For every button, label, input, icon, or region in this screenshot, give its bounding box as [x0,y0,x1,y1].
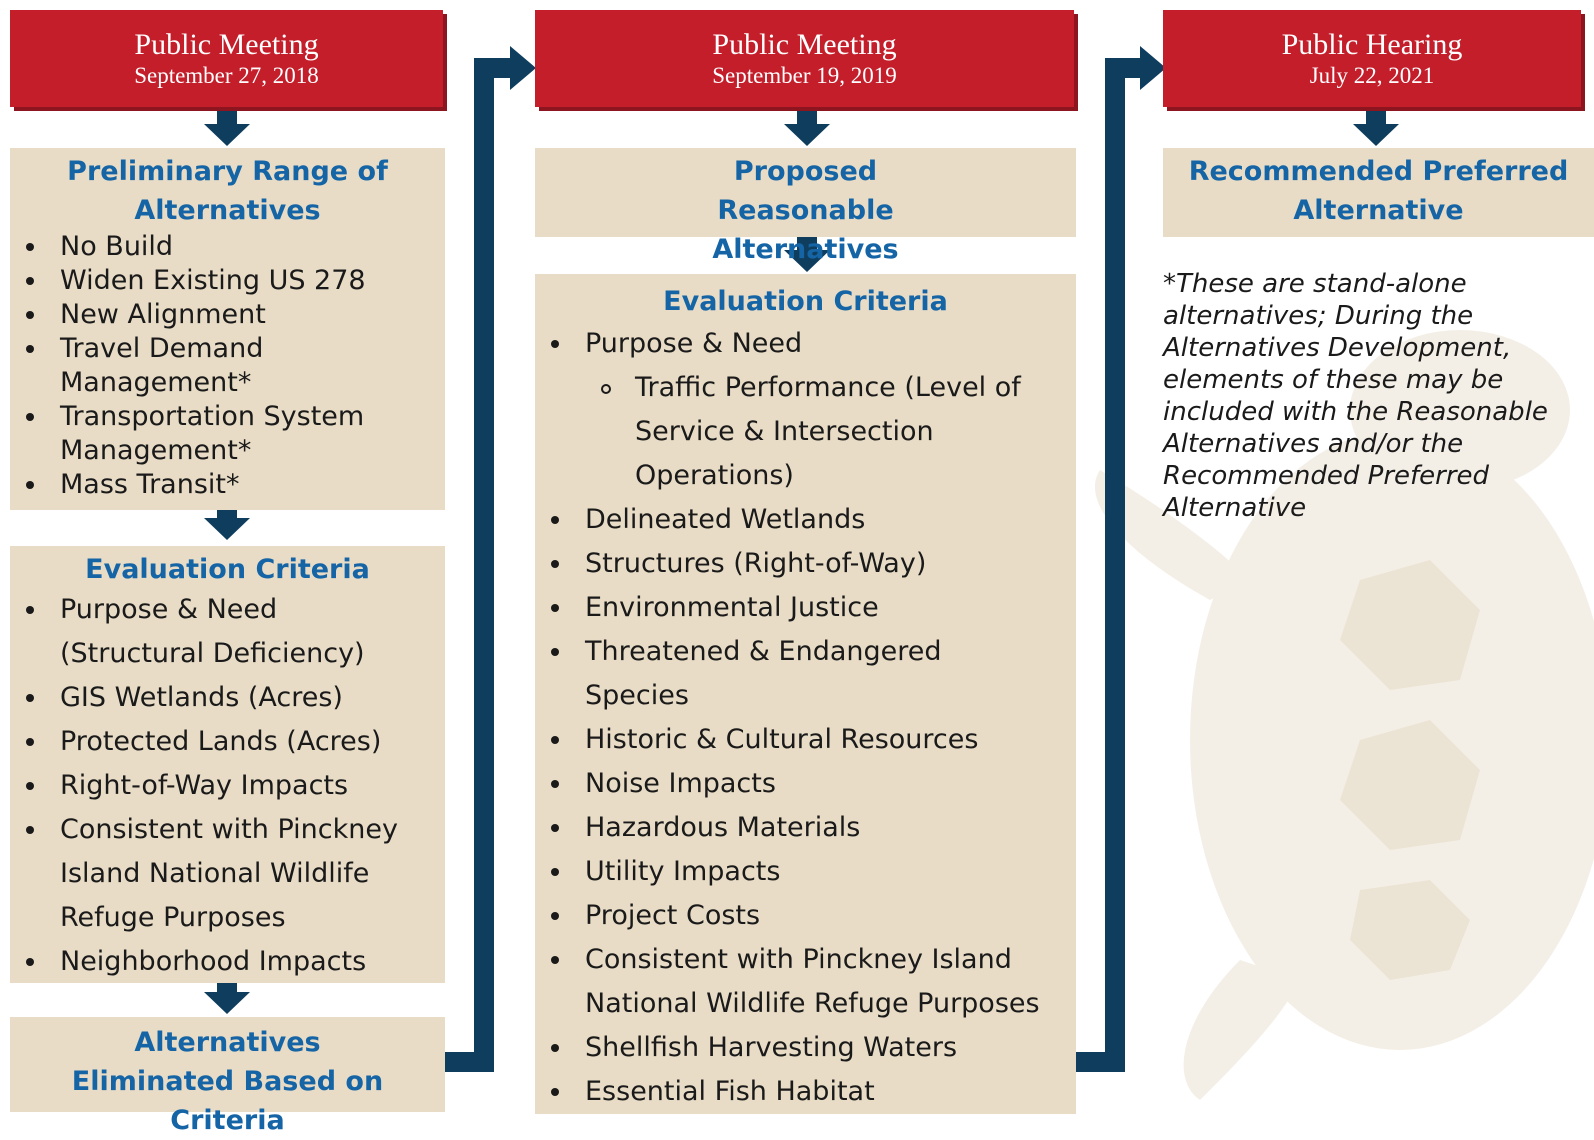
header-date: September 19, 2019 [712,63,897,88]
list-item: Travel Demand Management* [26,332,300,400]
footnote-text: *These are stand-alone alternatives; Dur… [1163,269,1548,523]
sub-list-item: Traffic Performance (Level of Service & … [601,366,1065,498]
list-item: Purpose & Need (Structural Deficiency) [26,588,400,676]
list-item: Protected Lands (Acres) [26,720,445,764]
list-item: Transportation System Management* [26,400,400,468]
list-item: Neighborhood Impacts [26,940,445,984]
turtle-watermark-icon [1094,330,1594,1100]
header-public-meeting-2019: Public Meeting September 19, 2019 [535,10,1074,107]
list-item: Widen Existing US 278 [26,264,445,298]
header-public-meeting-2018: Public Meeting September 27, 2018 [10,10,443,107]
criteria-list: Purpose & Need (Structural Deficiency) G… [26,588,445,984]
header-title: Public Meeting [134,28,319,61]
list-item: Hazardous Materials [551,806,1076,850]
header-date: July 22, 2021 [1309,63,1435,88]
evaluation-criteria-box-1: Evaluation Criteria Purpose & Need (Stru… [10,546,445,983]
flow-connectors [204,46,1399,1072]
header-title: Public Hearing [1281,28,1463,61]
box-title: Evaluation Criteria [85,554,370,585]
list-item: Utility Impacts [551,850,1076,894]
box-title: Recommended Preferred Alternative [1188,156,1569,226]
alternatives-list: No Build Widen Existing US 278 New Align… [26,230,445,502]
alternatives-eliminated-box: Alternatives Eliminated Based on Criteri… [10,1017,445,1136]
list-item: Threatened & Endangered Species [551,630,985,718]
list-item: Structures (Right-of-Way) [551,542,1076,586]
list-item: Right-of-Way Impacts [26,764,445,808]
list-item: Shellfish Harvesting Waters [551,1026,1076,1070]
box-title: Alternatives Eliminated Based on Criteri… [71,1027,384,1136]
list-item: No Build [26,230,445,264]
list-item: Consistent with Pinckney Island National… [26,808,430,940]
header-date: September 27, 2018 [134,63,319,88]
list-item: Mass Transit* [26,468,445,502]
list-item: GIS Wetlands (Acres) [26,676,445,720]
box-title: Preliminary Range of Alternatives [67,156,388,226]
box-title: Proposed Reasonable Alternatives [712,156,899,265]
list-item: Environmental Justice [551,586,1076,630]
list-item: Delineated Wetlands [551,498,1076,542]
list-item: Noise Impacts [551,762,1076,806]
criteria-sublist: Traffic Performance (Level of Service & … [601,366,1065,498]
evaluation-criteria-box-2: Evaluation Criteria Purpose & Need Traff… [535,274,1076,1114]
list-item: New Alignment [26,298,445,332]
box-title: Evaluation Criteria [663,286,948,317]
recommended-preferred-alternative-box: Recommended Preferred Alternative [1163,148,1594,237]
criteria-list: Purpose & Need [551,322,1076,366]
header-public-hearing-2021: Public Hearing July 22, 2021 [1163,10,1581,107]
list-item: Historic & Cultural Resources [551,718,1076,762]
list-item: Project Costs [551,894,1076,938]
proposed-reasonable-alternatives-box: Proposed Reasonable Alternatives [535,148,1076,265]
list-item: Consistent with Pinckney Island National… [551,938,1065,1026]
header-title: Public Meeting [712,28,897,61]
list-item: Essential Fish Habitat [551,1070,1076,1114]
criteria-list-continued: Delineated Wetlands Structures (Right-of… [551,498,1076,1114]
list-item: Purpose & Need [551,322,1076,366]
preliminary-alternatives-box: Preliminary Range of Alternatives No Bui… [10,148,445,510]
